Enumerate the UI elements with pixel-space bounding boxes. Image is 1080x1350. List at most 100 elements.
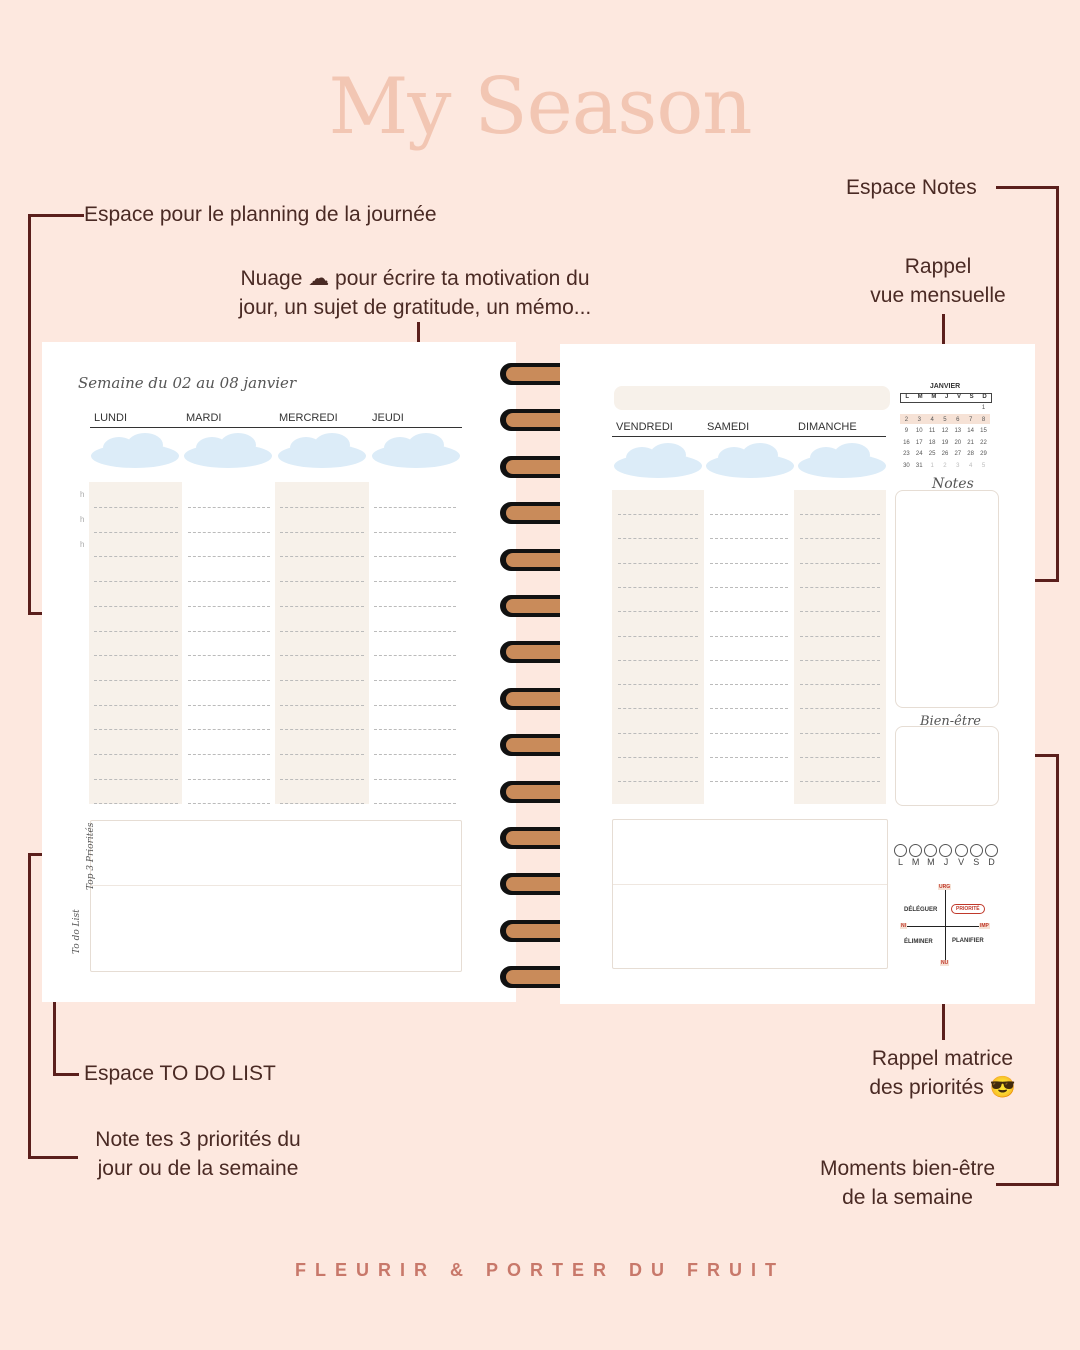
calendar-week-row: 1 <box>900 403 990 415</box>
day-label-dimanche: DIMANCHE <box>798 421 857 433</box>
tracker-circle-icon[interactable] <box>939 844 953 857</box>
calendar-day[interactable]: 18 <box>928 439 936 446</box>
calendar-day[interactable]: 31 <box>915 462 923 469</box>
tracker-day[interactable]: V <box>954 844 968 867</box>
calendar-day[interactable]: 1 <box>981 405 986 411</box>
calendar-day[interactable]: 14 <box>967 428 974 434</box>
calendar-day[interactable]: 7 <box>968 416 973 423</box>
cloud-icon[interactable] <box>370 432 462 470</box>
calendar-day[interactable] <box>926 403 939 415</box>
tracker-day[interactable]: M <box>909 844 923 867</box>
day-column-mercredi[interactable] <box>275 482 369 804</box>
connector-priorites-vertical <box>28 853 31 1158</box>
week-header-box[interactable] <box>614 386 890 410</box>
tracker-day[interactable]: D <box>984 844 998 867</box>
day-column-jeudi[interactable] <box>369 482 462 804</box>
calendar-day[interactable]: 26 <box>941 451 949 457</box>
calendar-day[interactable]: 9 <box>904 428 909 434</box>
calendar-day[interactable]: 5 <box>981 462 986 469</box>
planning-line <box>188 754 270 755</box>
spiral-ring <box>500 734 578 757</box>
day-column-mardi[interactable] <box>182 482 275 804</box>
annotation-rappel-line2: vue mensuelle <box>870 284 1006 307</box>
planning-line <box>800 538 880 540</box>
calendar-day[interactable]: 23 <box>903 451 910 457</box>
calendar-day[interactable]: 20 <box>954 439 962 446</box>
calendar-weekday: S <box>969 394 974 400</box>
calendar-day[interactable]: 2 <box>904 416 909 423</box>
tracker-circle-icon[interactable] <box>969 844 983 857</box>
tracker-circle-icon[interactable] <box>954 844 968 857</box>
calendar-day[interactable]: 4 <box>930 416 934 423</box>
tracker-circle-icon[interactable] <box>909 844 923 857</box>
calendar-day[interactable]: 3 <box>917 416 921 423</box>
annotation-bienetre-line1: Moments bien-être <box>819 1157 996 1180</box>
right-notes-box[interactable] <box>612 819 888 969</box>
planning-line <box>618 562 698 564</box>
calendar-day[interactable]: 19 <box>941 439 949 446</box>
annotation-rappel: Rappel vue mensuelle <box>852 252 1024 310</box>
planning-line <box>710 757 788 758</box>
calendar-day[interactable]: 16 <box>903 439 910 446</box>
calendar-day[interactable] <box>951 403 964 415</box>
cloud-icon[interactable] <box>704 442 796 480</box>
calendar-day[interactable]: 10 <box>915 428 923 434</box>
cloud-icon[interactable] <box>796 442 888 480</box>
tracker-circle-icon[interactable] <box>924 844 938 857</box>
calendar-day[interactable]: 28 <box>967 451 974 457</box>
right-notes-divider <box>613 884 887 885</box>
todo-box[interactable] <box>90 820 462 972</box>
tracker-day[interactable]: J <box>939 844 953 867</box>
calendar-day[interactable]: 29 <box>980 451 987 457</box>
cloud-icon[interactable] <box>89 432 181 470</box>
calendar-day[interactable] <box>900 403 913 415</box>
calendar-day[interactable]: 21 <box>967 439 974 446</box>
planning-line <box>280 507 364 508</box>
calendar-day[interactable]: 30 <box>903 462 910 469</box>
calendar-day[interactable]: 17 <box>915 439 923 446</box>
tracker-day[interactable]: L <box>894 844 907 867</box>
notes-box[interactable] <box>895 490 999 708</box>
tracker-day-label: M <box>911 857 920 867</box>
calendar-day[interactable] <box>913 403 926 415</box>
tracker-circle-icon[interactable] <box>984 844 998 857</box>
calendar-day[interactable]: 3 <box>956 462 960 469</box>
cloud-icon[interactable] <box>612 442 704 480</box>
planning-line <box>280 581 364 583</box>
bienetre-box[interactable] <box>895 726 999 806</box>
planning-line <box>710 781 788 783</box>
planning-line <box>800 659 880 661</box>
calendar-day[interactable]: 27 <box>954 451 962 457</box>
planning-line <box>188 556 270 558</box>
calendar-day[interactable]: 12 <box>941 428 949 434</box>
calendar-day[interactable]: 24 <box>915 451 923 457</box>
planning-line <box>618 757 698 758</box>
calendar-day[interactable]: 13 <box>954 428 962 434</box>
calendar-day[interactable]: 4 <box>968 462 973 469</box>
calendar-day[interactable]: 2 <box>943 462 947 469</box>
calendar-day[interactable]: 11 <box>928 428 936 434</box>
tracker-circle-icon[interactable] <box>894 844 907 857</box>
calendar-day[interactable]: 5 <box>943 416 947 423</box>
planning-line <box>188 531 270 533</box>
tracker-day[interactable]: M <box>924 844 938 867</box>
calendar-day[interactable]: 8 <box>981 416 986 423</box>
annotation-priorites: Note tes 3 priorités du jour ou de la se… <box>68 1125 328 1183</box>
calendar-day[interactable] <box>939 403 952 415</box>
calendar-day[interactable]: 22 <box>980 439 987 446</box>
cloud-icon[interactable] <box>182 432 274 470</box>
day-label-mardi: MARDI <box>186 412 222 424</box>
calendar-day[interactable]: 15 <box>980 428 987 434</box>
spiral-ring <box>500 595 578 617</box>
planning-line <box>710 586 788 588</box>
calendar-day[interactable]: 25 <box>928 451 936 457</box>
planning-line <box>800 514 880 515</box>
calendar-day[interactable] <box>964 403 977 415</box>
day-column-vendredi[interactable] <box>612 490 704 804</box>
cloud-icon[interactable] <box>276 432 368 470</box>
calendar-day[interactable]: 1 <box>930 462 934 469</box>
day-column-dimanche[interactable] <box>794 490 886 804</box>
day-column-lundi[interactable] <box>89 482 182 804</box>
calendar-day[interactable]: 6 <box>956 416 960 423</box>
tracker-day[interactable]: S <box>969 844 983 867</box>
